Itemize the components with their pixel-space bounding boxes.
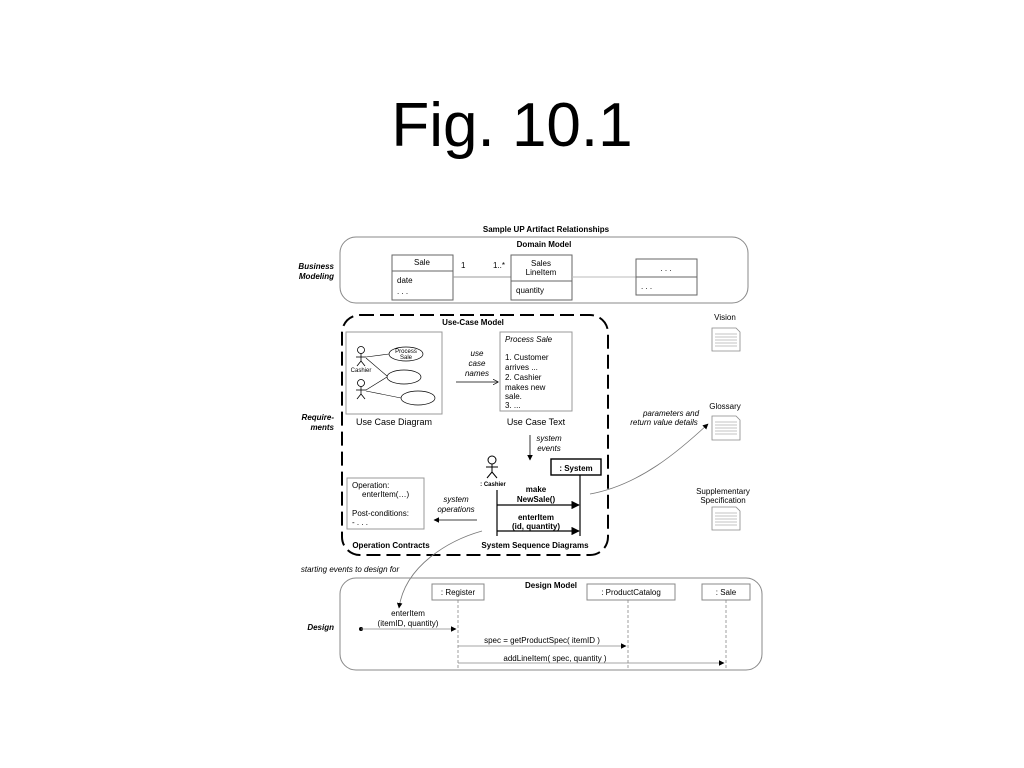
details-arrow xyxy=(589,423,709,495)
glossary-document-icon xyxy=(711,415,741,441)
use-case-text-line-1: 1. Customer xyxy=(505,353,549,362)
system-events-note-1: system xyxy=(536,434,562,443)
label-design: Design xyxy=(307,623,334,632)
use-case-associations xyxy=(365,353,402,399)
design-enter-item-line-2: (itemID, quantity) xyxy=(378,619,439,628)
design-model-title: Design Model xyxy=(525,581,577,590)
sales-line-item-class-box: Sales LineItem quantity xyxy=(510,254,573,301)
system-events-note-2: events xyxy=(537,444,561,453)
ssd-system-label: : System xyxy=(559,464,592,473)
operation-contract-box: Operation: enterItem(…) Post-conditions:… xyxy=(346,477,425,530)
use-case-text-box: Process Sale 1. Customer arrives ... 2. … xyxy=(499,331,573,412)
contract-line-2: enterItem(…) xyxy=(362,490,409,499)
ssd-caption: System Sequence Diagrams xyxy=(481,541,589,550)
ssd-cashier-actor-icon xyxy=(486,455,498,479)
use-case-diagram-actor: Cashier xyxy=(351,368,372,374)
system-operations-note-1: system xyxy=(443,495,469,504)
diagram-title: Sample UP Artifact Relationships xyxy=(483,225,610,234)
use-case-names-note-3: names xyxy=(465,369,489,378)
ssd-message-1-line-1: make xyxy=(526,485,547,494)
usecase-ellipse-3 xyxy=(400,390,436,406)
usecase-ellipse-2 xyxy=(386,369,422,385)
other-class-box: . . . . . . xyxy=(635,258,698,296)
label-business-modeling-2: Modeling xyxy=(299,272,334,281)
ssd-message-2-line-1: enterItem xyxy=(518,513,554,522)
contract-line-5: - . . . xyxy=(352,518,368,527)
ssd-cashier-label: : Cashier xyxy=(480,482,506,488)
line-item-class-name-2: LineItem xyxy=(526,268,557,277)
use-case-model-title: Use-Case Model xyxy=(442,318,504,327)
other-class-name: . . . xyxy=(660,264,671,273)
supplementary-label-1: Supplementary xyxy=(696,487,750,496)
contract-line-4: Post-conditions: xyxy=(352,509,409,518)
catalog-lifeline-box xyxy=(586,583,676,601)
use-case-model-panel: Use-Case Model Cashier xyxy=(341,314,609,556)
use-case-diagram-box: Cashier Process Sale xyxy=(345,331,443,415)
register-label: : Register xyxy=(441,588,476,597)
use-case-names-note-2: case xyxy=(469,359,486,368)
domain-model-panel: Domain Model Sale date . . . 1 1..* Sale… xyxy=(339,236,749,304)
use-case-text-line-4: makes new xyxy=(505,383,546,392)
supplementary-label-2: Specification xyxy=(700,496,745,505)
label-business-modeling-1: Business xyxy=(298,262,334,271)
contract-line-1: Operation: xyxy=(352,481,389,490)
sale-label: : Sale xyxy=(716,588,737,597)
design-add-line-item-label: addLineItem( spec, quantity ) xyxy=(503,654,607,663)
second-actor-icon xyxy=(356,379,366,400)
vision-document-icon xyxy=(711,327,741,352)
cashier-actor-icon xyxy=(356,346,366,367)
glossary-label: Glossary xyxy=(709,402,741,411)
usecase-label-1: Process xyxy=(395,349,417,355)
sale-class-attr-date: date xyxy=(397,276,413,285)
use-case-text-title: Process Sale xyxy=(505,335,553,344)
ssd-message-2-line-2: (id, quantity) xyxy=(512,522,560,531)
details-note-1: parameters and xyxy=(642,409,700,418)
details-note-2: return value details xyxy=(630,418,698,427)
slide-title: Fig. 10.1 xyxy=(391,91,633,160)
use-case-diagram-caption: Use Case Diagram xyxy=(356,417,432,427)
other-class-attrs: . . . xyxy=(641,282,652,291)
line-item-class-attr-quantity: quantity xyxy=(516,286,544,295)
design-enter-item-line-1: enterItem xyxy=(391,609,425,618)
system-operations-note-2: operations xyxy=(437,505,474,514)
domain-model-title: Domain Model xyxy=(517,240,572,249)
multiplicity-one: 1 xyxy=(461,261,466,270)
process-sale-usecase-ellipse xyxy=(388,346,424,362)
catalog-label: : ProductCatalog xyxy=(601,588,661,597)
design-get-spec-label: spec = getProductSpec( itemID ) xyxy=(484,636,600,645)
design-model-panel: Design Model : Register : ProductCatalog… xyxy=(339,577,763,671)
label-requirements-2: ments xyxy=(310,423,334,432)
use-case-text-line-5: sale. xyxy=(505,392,522,401)
ssd-message-1-line-2: NewSale() xyxy=(517,495,556,504)
use-case-names-note-1: use xyxy=(471,349,484,358)
starting-events-arrow xyxy=(396,530,483,609)
use-case-text-line-3: 2. Cashier xyxy=(505,373,542,382)
sale-class-box: Sale date . . . xyxy=(391,254,454,301)
sale-class-attr-more: . . . xyxy=(397,287,408,296)
sale-class-name: Sale xyxy=(414,258,431,267)
operation-contracts-caption: Operation Contracts xyxy=(352,541,430,550)
supplementary-document-icon xyxy=(711,506,741,531)
starting-events-note: starting events to design for xyxy=(301,565,400,574)
use-case-text-caption: Use Case Text xyxy=(507,417,566,427)
use-case-text-line-6: 3. ... xyxy=(505,401,521,410)
use-case-text-line-2: arrives ... xyxy=(505,363,538,372)
usecase-label-2: Sale xyxy=(400,355,413,361)
label-requirements-1: Require- xyxy=(302,413,335,422)
multiplicity-many: 1..* xyxy=(493,261,505,270)
vision-label: Vision xyxy=(714,313,736,322)
line-item-class-name-1: Sales xyxy=(531,259,551,268)
ssd-system-box xyxy=(550,458,602,476)
